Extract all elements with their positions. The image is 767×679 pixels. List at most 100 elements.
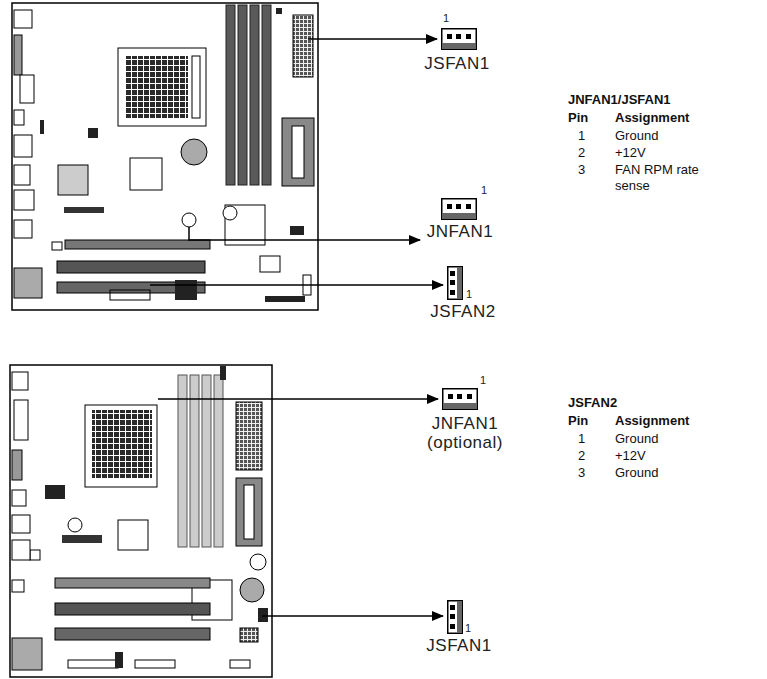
- io-port: [14, 135, 32, 157]
- header-pin: [466, 34, 471, 39]
- header-icon: [442, 388, 478, 410]
- header-icon: [441, 28, 477, 50]
- cpu-socket: [118, 48, 206, 126]
- callout-number: 1: [443, 12, 449, 25]
- socket-lever: [192, 56, 200, 118]
- pci-slot: [55, 578, 210, 588]
- table-cell: Ground: [615, 431, 658, 447]
- board-outline: [12, 3, 318, 310]
- board-outline: [10, 365, 272, 677]
- fan-header: 1JSFAN2: [418, 262, 508, 323]
- header-body: [448, 267, 463, 300]
- header-pin: [448, 394, 453, 399]
- leader-arrow: [158, 398, 438, 400]
- board-part: [175, 280, 197, 300]
- leader-arrow: [189, 227, 420, 240]
- dimm-slot: [178, 375, 187, 547]
- board-part: [110, 290, 150, 300]
- board-part: [30, 550, 40, 560]
- fan-symbol: [68, 518, 82, 532]
- cpu-pins: [92, 410, 152, 478]
- fan-symbol: [182, 213, 196, 227]
- header-latch: [457, 267, 462, 299]
- board-part: [135, 660, 175, 668]
- fan-header: 1JSFAN1: [414, 596, 504, 657]
- header-icon: [447, 266, 463, 300]
- chipset: [130, 158, 162, 190]
- callout-number: 1: [465, 622, 471, 635]
- io-port: [14, 35, 22, 75]
- board-part: [276, 8, 282, 14]
- fan-header: 1JNFAN1: [415, 182, 505, 243]
- table-cell: 3: [578, 465, 585, 481]
- board-part: [260, 256, 280, 272]
- atx-connector: [236, 402, 262, 470]
- board-part: [45, 485, 65, 499]
- header-pin: [457, 394, 462, 399]
- table-cell: 2: [578, 448, 585, 464]
- dimm-slot: [226, 5, 235, 185]
- header-icon: [447, 600, 463, 634]
- table-cell: Ground: [615, 465, 658, 481]
- table-heading: Pin: [568, 413, 588, 429]
- io-port: [14, 190, 34, 210]
- header-latch: [442, 43, 476, 49]
- header-label: JNFAN1 (optional): [420, 414, 510, 452]
- table-heading: Assignment: [615, 413, 689, 429]
- header-pin: [447, 34, 452, 39]
- fan-symbol: [223, 206, 237, 220]
- table-cell: 2: [578, 145, 585, 161]
- board-part: [40, 120, 44, 134]
- fan-header: 1JSFAN1: [412, 12, 502, 75]
- board-part: [230, 660, 250, 668]
- leader-arrow: [262, 615, 443, 617]
- io-port: [12, 638, 42, 670]
- table-cell: 1: [578, 128, 585, 144]
- dimm-slot: [250, 5, 259, 185]
- io-port: [12, 372, 28, 390]
- header-pin: [450, 624, 455, 629]
- header-pin: [467, 394, 472, 399]
- io-port: [20, 75, 34, 103]
- io-port: [12, 515, 30, 533]
- board-part: [68, 660, 118, 668]
- dimm-slot: [214, 375, 223, 547]
- ide-connector: [282, 118, 314, 186]
- header-pin: [447, 204, 452, 209]
- dimm-slot: [238, 5, 247, 185]
- pci-slot: [65, 240, 210, 249]
- io-port: [12, 490, 26, 506]
- table-heading: JSFAN2: [568, 395, 617, 411]
- header-label: JNFAN1: [415, 222, 505, 241]
- table-cell: 1: [578, 431, 585, 447]
- io-port: [14, 220, 32, 238]
- ide-connector: [244, 485, 254, 539]
- header-pin: [450, 271, 455, 276]
- ide-connector: [236, 478, 262, 546]
- leader-arrow: [150, 284, 443, 286]
- battery: [240, 578, 264, 602]
- dimm-slot: [190, 375, 199, 547]
- io-port: [12, 450, 22, 480]
- header-latch: [457, 601, 462, 633]
- board-part: [265, 296, 305, 302]
- battery: [181, 139, 207, 165]
- header-pin: [450, 614, 455, 619]
- table-cell: 3: [578, 162, 585, 178]
- io-port: [14, 110, 24, 125]
- chipset: [118, 520, 148, 550]
- header-label: JSFAN1: [414, 636, 504, 655]
- header-pin: [456, 204, 461, 209]
- io-port: [12, 540, 30, 560]
- atx-connector: [293, 15, 313, 77]
- table-cell: FAN RPM rate sense: [615, 162, 725, 194]
- table-heading: JNFAN1/JSFAN1: [568, 92, 671, 108]
- header-body: [448, 601, 463, 634]
- board-part: [250, 554, 266, 570]
- io-port: [12, 580, 24, 592]
- table-cell: Ground: [615, 128, 658, 144]
- header-body: [443, 389, 478, 410]
- header-pin: [450, 290, 455, 295]
- header-latch: [442, 213, 476, 219]
- header-pin: [456, 34, 461, 39]
